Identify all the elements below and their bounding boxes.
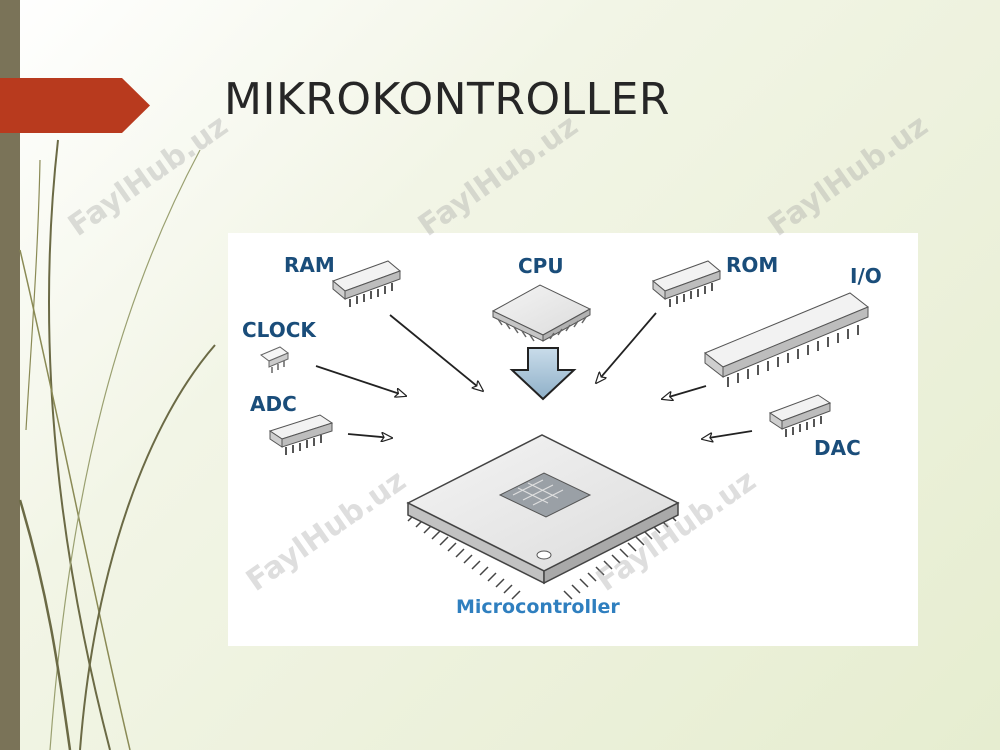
adc-label: ADC	[250, 392, 297, 416]
big-down-arrow	[509, 347, 577, 401]
clock-label: CLOCK	[242, 318, 317, 342]
arrow-io	[662, 385, 707, 399]
arrow-ram	[389, 314, 483, 391]
microcontroller-chip-icon	[406, 434, 680, 600]
ram-chip-icon	[332, 260, 401, 307]
rom-chip-icon	[652, 260, 721, 307]
dac-label: DAC	[814, 436, 861, 460]
left-sidebar-bar	[0, 0, 20, 750]
decorative-grass-lines	[18, 139, 216, 750]
title-arrow-polygon	[0, 78, 150, 133]
io-label: I/O	[850, 264, 882, 288]
dac-chip-icon	[768, 394, 832, 437]
adc-chip-icon	[268, 414, 334, 455]
clock-chip-icon	[260, 346, 289, 373]
title-arrow-shape	[0, 78, 150, 133]
arrow-dac	[702, 430, 753, 439]
slide-title: MIKROKONTROLLER	[224, 74, 670, 125]
watermark: FaylHub.uz	[762, 108, 935, 244]
cpu-chip-icon	[491, 284, 592, 342]
arrow-rom	[596, 312, 657, 383]
die-icon	[498, 472, 592, 518]
arrow-adc	[347, 434, 392, 438]
ram-label: RAM	[284, 253, 335, 277]
microcontroller-label: Microcontroller	[456, 596, 620, 618]
watermark: FaylHub.uz	[412, 108, 585, 244]
cpu-label: CPU	[518, 254, 564, 278]
diagram-svg: RAM CPU ROM	[242, 253, 882, 618]
rom-label: ROM	[726, 253, 778, 277]
arrow-clock	[315, 365, 406, 396]
io-chip-icon	[704, 292, 869, 387]
microcontroller-diagram: RAM CPU ROM	[228, 233, 918, 646]
